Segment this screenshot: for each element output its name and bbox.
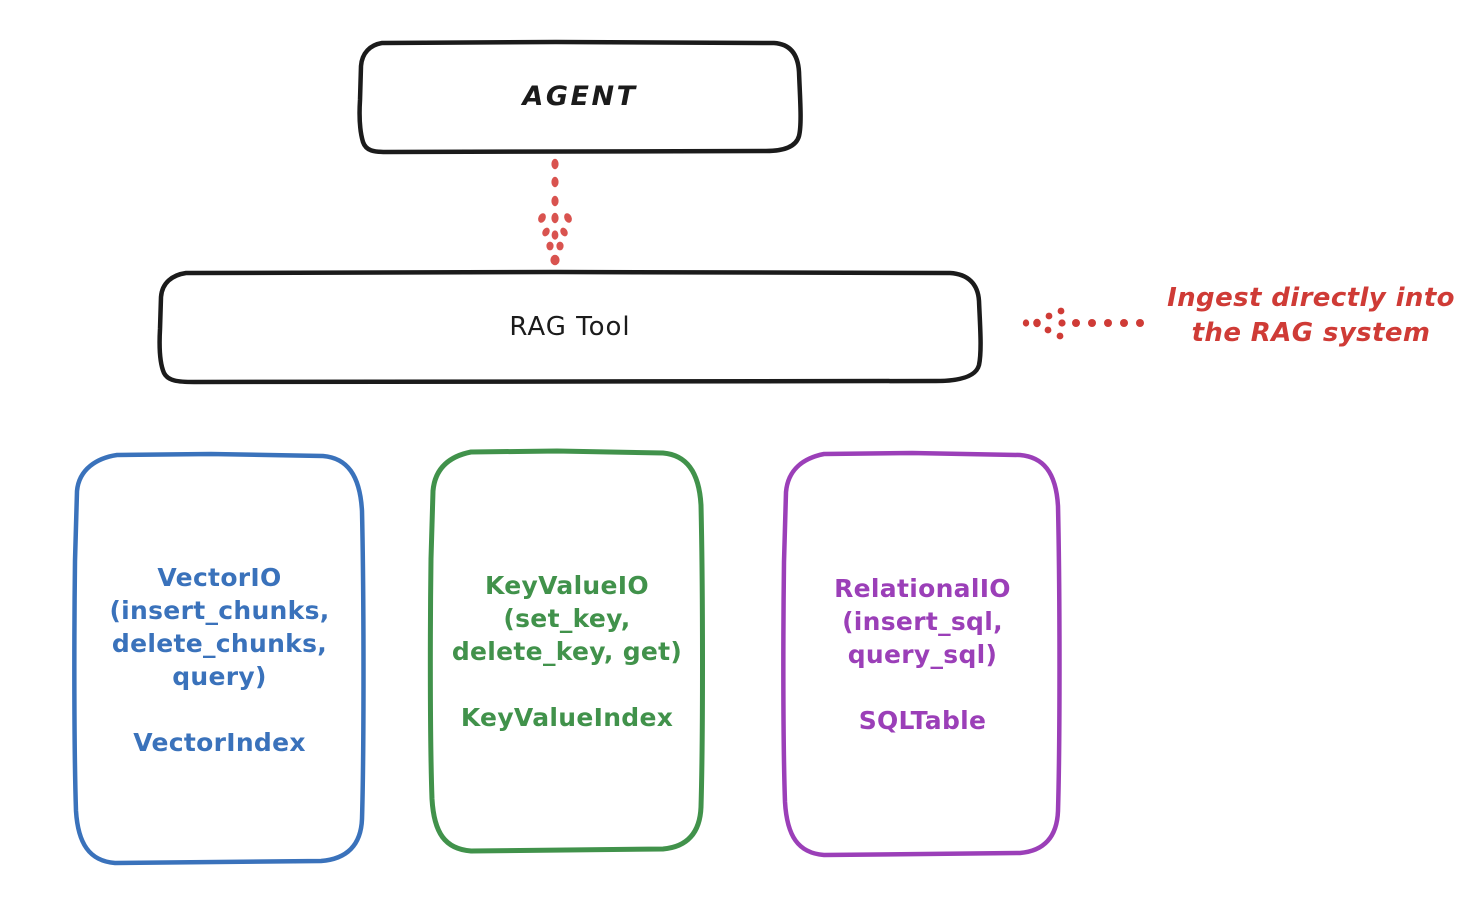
node-key-value-io-label: KeyValueIO (set_key, delete_key, get) Ke… <box>451 571 683 732</box>
edge-ingest-to-rag-tool <box>1022 307 1144 340</box>
node-agent[interactable]: AGENT <box>356 38 804 156</box>
node-rag-tool[interactable]: RAG Tool <box>156 269 984 385</box>
node-relational-io[interactable]: RelationalIO (insert_sql, query_sql) SQL… <box>780 450 1065 859</box>
node-agent-label: AGENT <box>522 81 638 113</box>
edge-agent-to-rag-tool <box>538 158 572 266</box>
node-relational-io-label: RelationalIO (insert_sql, query_sql) SQL… <box>834 574 1011 735</box>
node-vector-io-label: VectorIO (insert_chunks, delete_chunks, … <box>109 562 330 757</box>
node-rag-tool-label: RAG Tool <box>509 311 631 342</box>
node-vector-io[interactable]: VectorIO (insert_chunks, delete_chunks, … <box>71 451 368 868</box>
annotation-ingest: Ingest directly into the RAG system <box>1167 283 1455 348</box>
node-key-value-io[interactable]: KeyValueIO (set_key, delete_key, get) Ke… <box>427 447 707 856</box>
